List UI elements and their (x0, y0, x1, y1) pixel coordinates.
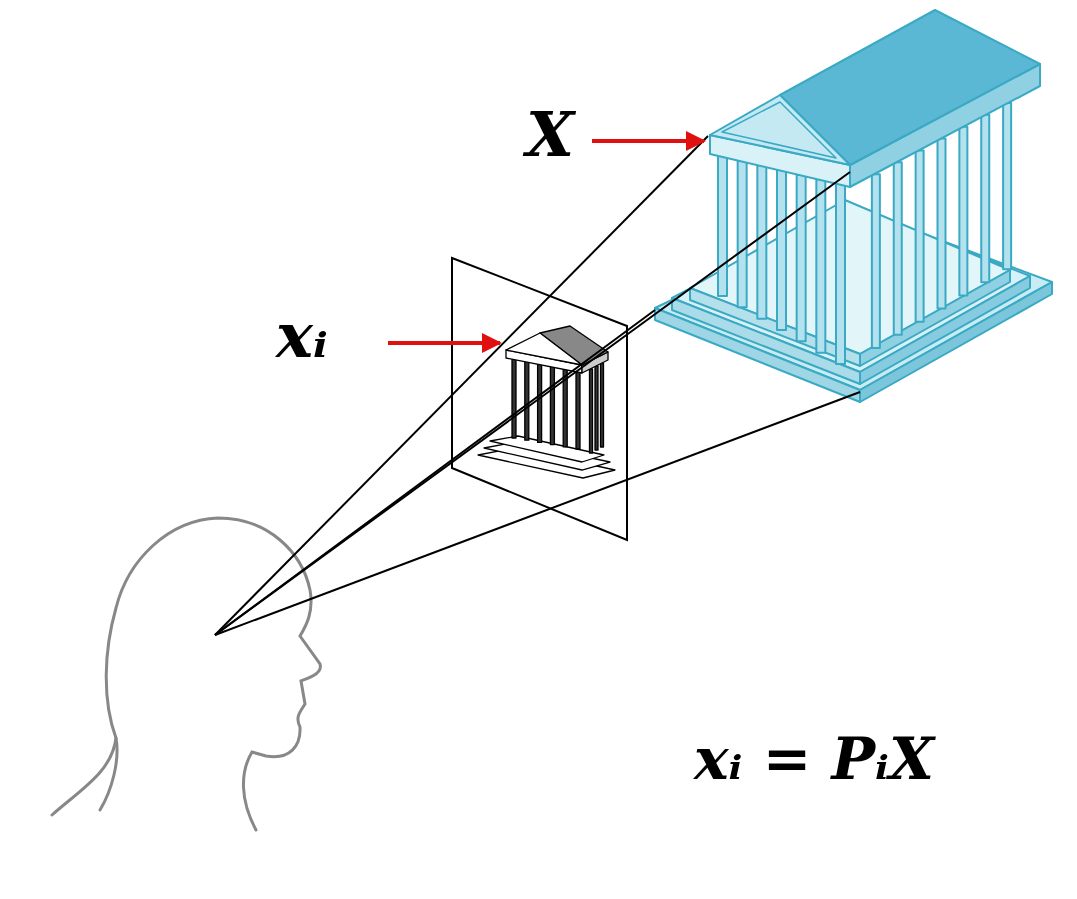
column (981, 115, 989, 283)
column (938, 139, 946, 309)
column (738, 161, 747, 308)
column (512, 358, 516, 438)
column (872, 174, 880, 348)
column (550, 366, 554, 445)
column (595, 366, 598, 450)
column (538, 363, 542, 442)
column (1003, 103, 1011, 269)
column (601, 363, 604, 447)
leader-arrow (388, 141, 704, 343)
column (777, 170, 786, 330)
temple-object (655, 10, 1052, 402)
point-label: X (526, 104, 574, 166)
column (894, 162, 902, 335)
column (916, 150, 924, 321)
column (590, 369, 593, 453)
column (797, 175, 806, 342)
image-point-label: xᵢ (276, 305, 328, 367)
projection-equation: xᵢ = PᵢX (694, 730, 934, 788)
column (816, 179, 825, 352)
column (836, 184, 845, 364)
column (525, 361, 529, 441)
column (718, 156, 727, 296)
column (757, 165, 766, 318)
column (959, 127, 967, 296)
viewer-head (52, 518, 320, 830)
projection-ray (215, 136, 860, 635)
column (576, 371, 580, 449)
